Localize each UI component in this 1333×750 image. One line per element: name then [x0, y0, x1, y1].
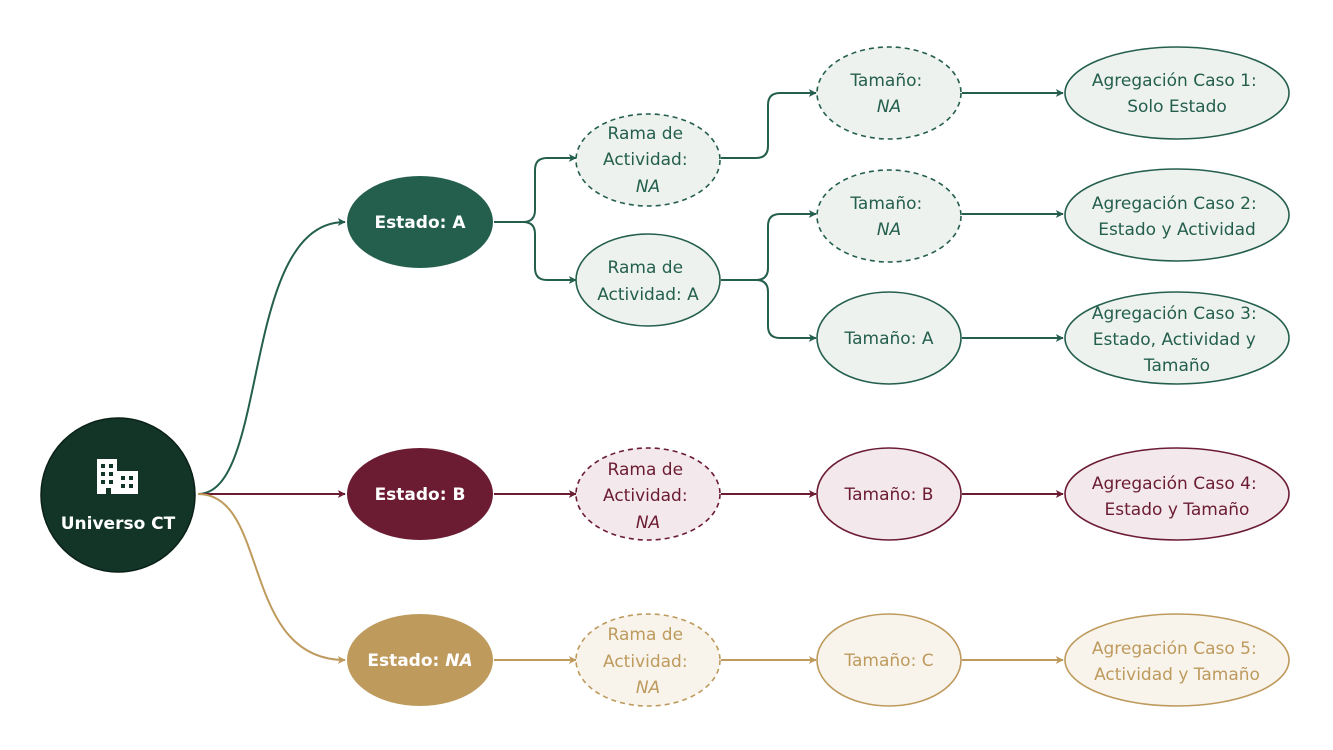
- estado-na-label: Estado: NA: [367, 651, 472, 671]
- svg-text:Agregación Caso 1: Solo: Agregación Caso 1: Solo Estado: [1092, 71, 1262, 117]
- edge-estado-a-rama-na: [494, 154, 577, 223]
- agregacion-4-line2: Estado y Tamaño: [1105, 500, 1250, 520]
- tamano-c-label: Tamaño: C: [843, 651, 933, 671]
- edge-estado-a-rama-a: [494, 221, 577, 284]
- svg-text:Rama de Actividad: A: Rama de Actividad: A: [597, 258, 699, 305]
- rama-a-line2: Actividad: A: [597, 285, 699, 305]
- edge-rama-a-tamano-na-2: [721, 210, 817, 281]
- node-rama-na-green: Rama de Actividad: NA: [575, 113, 721, 207]
- node-estado-na: Estado: NA: [347, 614, 493, 706]
- svg-text:Rama de Actividad:: Rama de Actividad: NA: [603, 625, 693, 698]
- estado-b-label: Estado: B: [375, 485, 466, 505]
- tamano-na-2-label: Tamaño:: [849, 194, 922, 214]
- node-rama-na-maroon: Rama de Actividad: NA: [575, 447, 721, 541]
- tamano-na-2-value: NA: [877, 220, 901, 240]
- node-tamano-na-2: Tamaño: NA: [816, 169, 962, 263]
- node-estado-b: Estado: B: [347, 448, 493, 540]
- rama-gold-line2: Actividad:: [603, 652, 688, 672]
- estado-b-prefix: Estado:: [375, 485, 453, 505]
- estado-na-prefix: Estado:: [367, 651, 445, 671]
- rama-gold-na: NA: [636, 678, 660, 698]
- node-tamano-na-1: Tamaño: NA: [816, 46, 962, 140]
- node-agregacion-1: Agregación Caso 1: Solo Estado: [1064, 46, 1290, 140]
- node-rama-na-gold: Rama de Actividad: NA: [575, 613, 721, 707]
- node-tamano-a: Tamaño: A: [816, 291, 962, 385]
- node-agregacion-3: Agregación Caso 3: Estado, Actividad y T…: [1064, 291, 1290, 385]
- svg-text:Agregación Caso 2: Estad: Agregación Caso 2: Estado y Actividad: [1092, 194, 1262, 240]
- agregacion-5-line1: Agregación Caso 5:: [1092, 639, 1257, 659]
- estado-b-value: B: [452, 485, 465, 505]
- agregacion-2-line2: Estado y Actividad: [1098, 220, 1256, 240]
- tamano-a-label: Tamaño: A: [844, 329, 934, 349]
- node-tamano-b: Tamaño: B: [816, 447, 962, 541]
- estado-a-value: A: [452, 213, 466, 233]
- tamano-b-label: Tamaño: B: [844, 485, 934, 505]
- node-tamano-c: Tamaño: C: [816, 613, 962, 707]
- tamano-na-1-value: NA: [877, 97, 901, 117]
- estado-a-prefix: Estado:: [374, 213, 452, 233]
- agregacion-3-line3: Tamaño: [1143, 356, 1210, 376]
- svg-text:Tamaño: NA: Tamaño: NA: [849, 194, 927, 240]
- root-label: Universo CT: [61, 514, 176, 534]
- agregacion-4-line1: Agregación Caso 4:: [1092, 474, 1257, 494]
- estado-a-label: Estado: A: [374, 213, 466, 233]
- edge-root-estado-a: [197, 218, 346, 495]
- svg-text:Agregación Caso 5: Activ: Agregación Caso 5: Actividad y Tamaño: [1092, 639, 1262, 685]
- node-agregacion-5: Agregación Caso 5: Actividad y Tamaño: [1064, 613, 1290, 707]
- rama-line2: Actividad:: [603, 150, 688, 170]
- node-universo-ct: Universo CT: [40, 417, 196, 573]
- rama-gold-line1: Rama de: [608, 625, 684, 645]
- tamano-na-1-label: Tamaño:: [849, 71, 922, 91]
- agregacion-3-line2: Estado, Actividad y: [1093, 330, 1256, 350]
- edge-rama-a-tamano-a: [721, 279, 817, 342]
- connectors: [197, 89, 1064, 664]
- rama-na-value: NA: [636, 177, 660, 197]
- agregacion-2-line1: Agregación Caso 2:: [1092, 194, 1257, 214]
- rama-maroon-line2: Actividad:: [603, 486, 688, 506]
- rama-maroon-na: NA: [636, 513, 660, 533]
- estado-na-value: NA: [445, 651, 472, 671]
- rama-line1: Rama de: [608, 124, 684, 144]
- svg-text:Rama de Actividad:: Rama de Actividad: NA: [603, 124, 693, 197]
- node-agregacion-2: Agregación Caso 2: Estado y Actividad: [1064, 168, 1290, 262]
- agregacion-5-line2: Actividad y Tamaño: [1094, 665, 1260, 685]
- rama-maroon-line1: Rama de: [608, 460, 684, 480]
- svg-text:Tamaño: NA: Tamaño: NA: [849, 71, 927, 117]
- edge-root-estado-na: [197, 493, 346, 664]
- agregacion-1-line2: Solo Estado: [1127, 97, 1227, 117]
- node-estado-a: Estado: A: [347, 176, 493, 268]
- node-rama-a: Rama de Actividad: A: [575, 233, 721, 327]
- svg-text:Rama de Actividad:: Rama de Actividad: NA: [603, 460, 693, 533]
- svg-text:Agregación Caso 3: Estad: Agregación Caso 3: Estado, Actividad y T…: [1092, 304, 1262, 376]
- building-icon: [97, 459, 138, 494]
- agregacion-1-line1: Agregación Caso 1:: [1092, 71, 1257, 91]
- agregacion-3-line1: Agregación Caso 3:: [1092, 304, 1257, 324]
- edge-rama-na-tamano-na-1: [721, 89, 817, 159]
- node-agregacion-4: Agregación Caso 4: Estado y Tamaño: [1064, 447, 1290, 541]
- rama-a-line1: Rama de: [608, 258, 684, 278]
- svg-text:Agregación Caso 4: Estad: Agregación Caso 4: Estado y Tamaño: [1092, 474, 1262, 520]
